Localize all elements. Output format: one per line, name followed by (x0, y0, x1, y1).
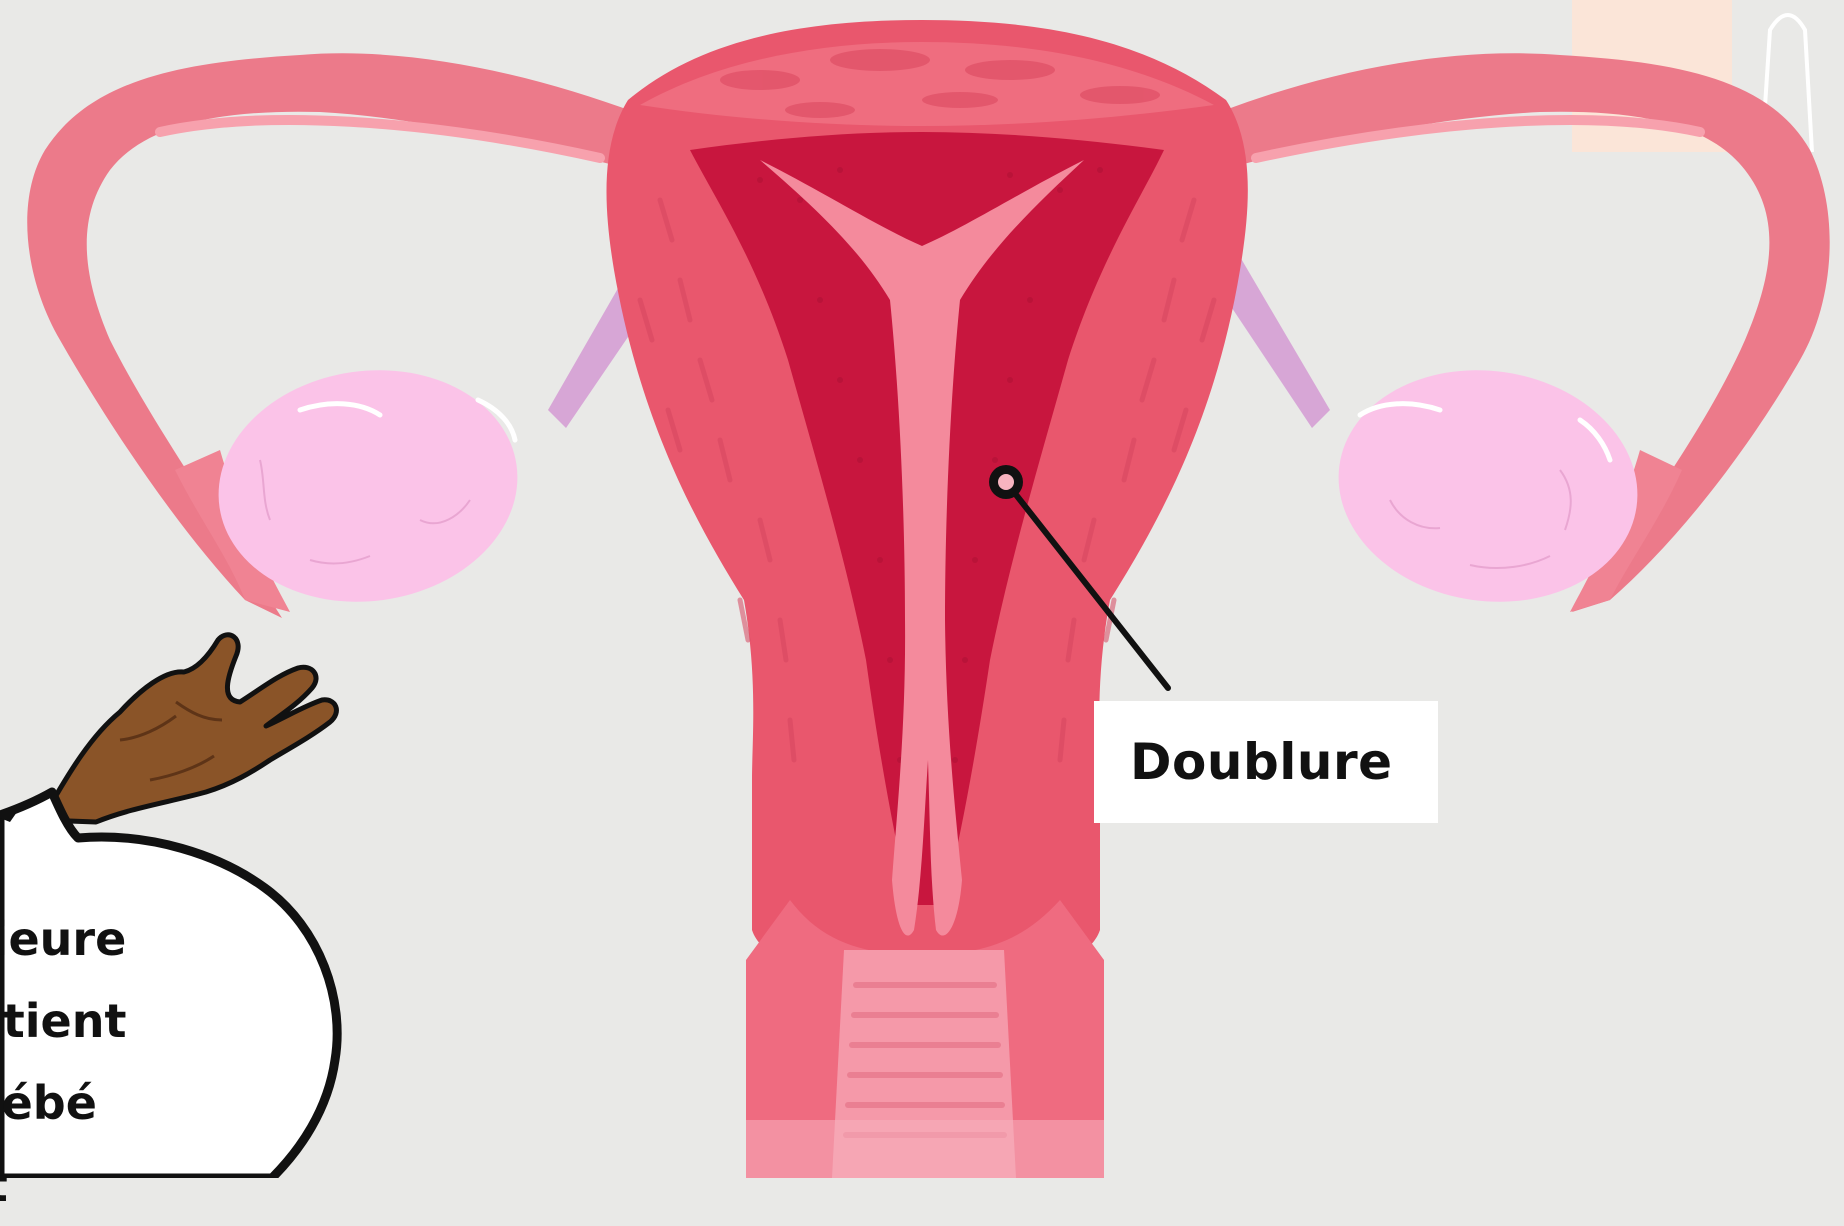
hand-illustration (42, 635, 336, 822)
speech-bubble-text: rieure utient oébé it (0, 898, 330, 1226)
bubble-line: utient (0, 980, 330, 1062)
lining-label: Doublure (1130, 733, 1393, 791)
bubble-line: it (0, 1144, 330, 1226)
bubble-line: rieure (0, 898, 330, 980)
lining-label-box: Doublure (1094, 701, 1438, 823)
bubble-line: oébé (0, 1062, 330, 1144)
